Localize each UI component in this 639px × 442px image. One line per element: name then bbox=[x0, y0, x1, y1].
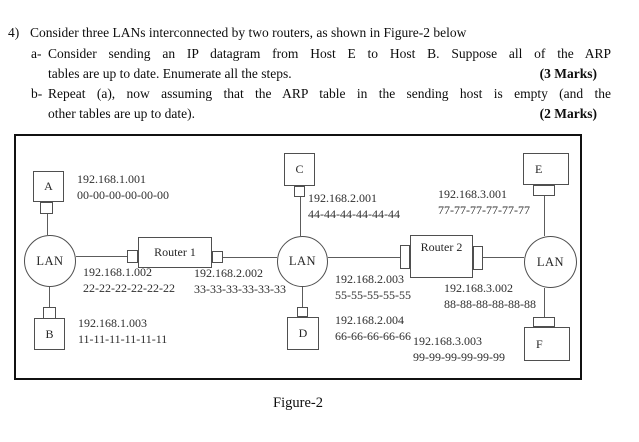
router1-lan1-mac: 22-22-22-22-22-22 bbox=[83, 280, 175, 295]
label-router1-lan1-address: 192.168.1.002 22-22-22-22-22-22 bbox=[83, 265, 175, 296]
host-c-label: C bbox=[295, 162, 304, 176]
host-b-mac: 11-11-11-11-11-11 bbox=[78, 331, 168, 346]
link-lan2-router2 bbox=[328, 257, 400, 258]
host-b-label: B bbox=[45, 326, 54, 341]
router-2-label: Router 2 bbox=[420, 240, 463, 254]
link-hosta-lan1 bbox=[47, 214, 48, 235]
host-f-ip: 192.168.3.003 bbox=[413, 334, 482, 348]
link-hoste-lan3 bbox=[544, 196, 545, 236]
part-b-marks: (2 Marks) bbox=[539, 106, 597, 121]
figure-caption: Figure-2 bbox=[273, 395, 323, 411]
host-d-box: D bbox=[287, 317, 319, 350]
router-2-box: Router 2 bbox=[410, 235, 473, 278]
host-e-nic bbox=[533, 185, 555, 196]
host-b-box: B bbox=[34, 318, 65, 350]
router1-lan2-mac: 33-33-33-33-33-33 bbox=[194, 281, 286, 296]
router2-lan3-top-mac: 77-77-77-77-77-77 bbox=[438, 202, 530, 217]
router1-lan1-ip: 192.168.1.002 bbox=[83, 265, 152, 279]
host-d-ip: 192.168.2.004 bbox=[335, 313, 404, 327]
lan-2-circle: LAN bbox=[277, 236, 328, 287]
router-1-label: Router 1 bbox=[154, 245, 196, 259]
host-a-box: A bbox=[33, 171, 64, 202]
label-host-d-address: 192.168.2.004 66-66-66-66-66 bbox=[335, 313, 411, 344]
link-lan3-hostf bbox=[544, 288, 545, 317]
part-b-line2-row: other tables are up to date). (2 Marks) bbox=[48, 105, 597, 123]
part-a-line2: tables are up to date. Enumerate all the… bbox=[48, 66, 292, 81]
part-a-line1: Consider sending an IP datagram from Hos… bbox=[48, 46, 611, 61]
host-e-box: E bbox=[523, 153, 569, 185]
host-f-nic bbox=[533, 317, 555, 327]
label-host-b-address: 192.168.1.003 11-11-11-11-11-11 bbox=[78, 316, 167, 347]
router2-lan3-top-ip: 192.168.3.001 bbox=[438, 187, 507, 201]
host-c-box: C bbox=[284, 153, 315, 186]
host-d-label: D bbox=[298, 326, 308, 340]
host-e-label: E bbox=[535, 161, 543, 176]
router-2-port-right bbox=[473, 246, 483, 270]
link-lan2-hostd bbox=[302, 287, 303, 307]
label-host-c-address: 192.168.2.001 44-44-44-44-44-44 bbox=[308, 191, 400, 222]
host-a-nic bbox=[40, 202, 53, 214]
link-router2-lan3 bbox=[483, 257, 524, 258]
link-router1-lan2 bbox=[223, 257, 277, 258]
router2-lan3-ip: 192.168.3.002 bbox=[444, 281, 513, 295]
host-d-mac: 66-66-66-66-66 bbox=[335, 328, 411, 343]
lan-3-circle: LAN bbox=[524, 236, 577, 288]
host-a-mac: 00-00-00-00-00-00 bbox=[77, 187, 169, 202]
host-f-box: F bbox=[524, 327, 570, 361]
label-router2-lan2-address: 192.168.2.003 55-55-55-55-55 bbox=[335, 272, 411, 303]
part-b-line1: Repeat (a), now assuming that the ARP ta… bbox=[48, 86, 611, 101]
router2-lan2-mac: 55-55-55-55-55 bbox=[335, 287, 411, 302]
host-c-mac: 44-44-44-44-44-44 bbox=[308, 206, 400, 221]
host-d-nic bbox=[297, 307, 308, 317]
router2-lan3-mac: 88-88-88-88-88-88 bbox=[444, 296, 536, 311]
label-host-a-address: 192.168.1.001 00-00-00-00-00-00 bbox=[77, 172, 169, 203]
label-router1-lan2-address: 192.168.2.002 33-33-33-33-33-33 bbox=[194, 266, 286, 297]
lan-1-label: LAN bbox=[36, 253, 64, 268]
lan-1-circle: LAN bbox=[24, 235, 76, 287]
router2-lan2-ip: 192.168.2.003 bbox=[335, 272, 404, 286]
host-f-mac: 99-99-99-99-99-99 bbox=[413, 349, 505, 364]
label-host-f-address: 192.168.3.003 99-99-99-99-99-99 bbox=[413, 334, 505, 365]
label-router2-lan3-address: 192.168.3.002 88-88-88-88-88-88 bbox=[444, 281, 536, 312]
host-a-ip: 192.168.1.001 bbox=[77, 172, 146, 186]
part-a-prefix: a- bbox=[31, 46, 42, 61]
question-number: 4) bbox=[8, 25, 20, 40]
host-f-label: F bbox=[536, 336, 543, 351]
part-b-prefix: b- bbox=[31, 86, 43, 101]
link-lan1-router1 bbox=[76, 256, 127, 257]
lan-3-label: LAN bbox=[536, 254, 565, 269]
host-a-label: A bbox=[44, 179, 53, 193]
part-a-line2-row: tables are up to date. Enumerate all the… bbox=[48, 65, 597, 83]
router-2-port-left bbox=[400, 245, 410, 269]
router-1-port-right bbox=[212, 251, 223, 263]
host-c-nic bbox=[294, 186, 305, 197]
link-hostc-lan2 bbox=[300, 197, 301, 236]
label-router2-lan3-top-address: 192.168.3.001 77-77-77-77-77-77 bbox=[438, 187, 530, 218]
part-a-marks: (3 Marks) bbox=[539, 66, 597, 81]
lan-2-label: LAN bbox=[288, 254, 317, 268]
question-intro: Consider three LANs interconnected by tw… bbox=[30, 25, 467, 40]
figure-2-diagram: A B LAN Router 1 C D LAN bbox=[14, 134, 582, 380]
router1-lan2-ip: 192.168.2.002 bbox=[194, 266, 263, 280]
host-c-ip: 192.168.2.001 bbox=[308, 191, 377, 205]
link-lan1-hostb bbox=[49, 287, 50, 307]
host-b-ip: 192.168.1.003 bbox=[78, 316, 147, 330]
router-1-box: Router 1 bbox=[138, 237, 212, 268]
part-b-line2: other tables are up to date). bbox=[48, 106, 195, 121]
router-1-port-left bbox=[127, 250, 138, 263]
